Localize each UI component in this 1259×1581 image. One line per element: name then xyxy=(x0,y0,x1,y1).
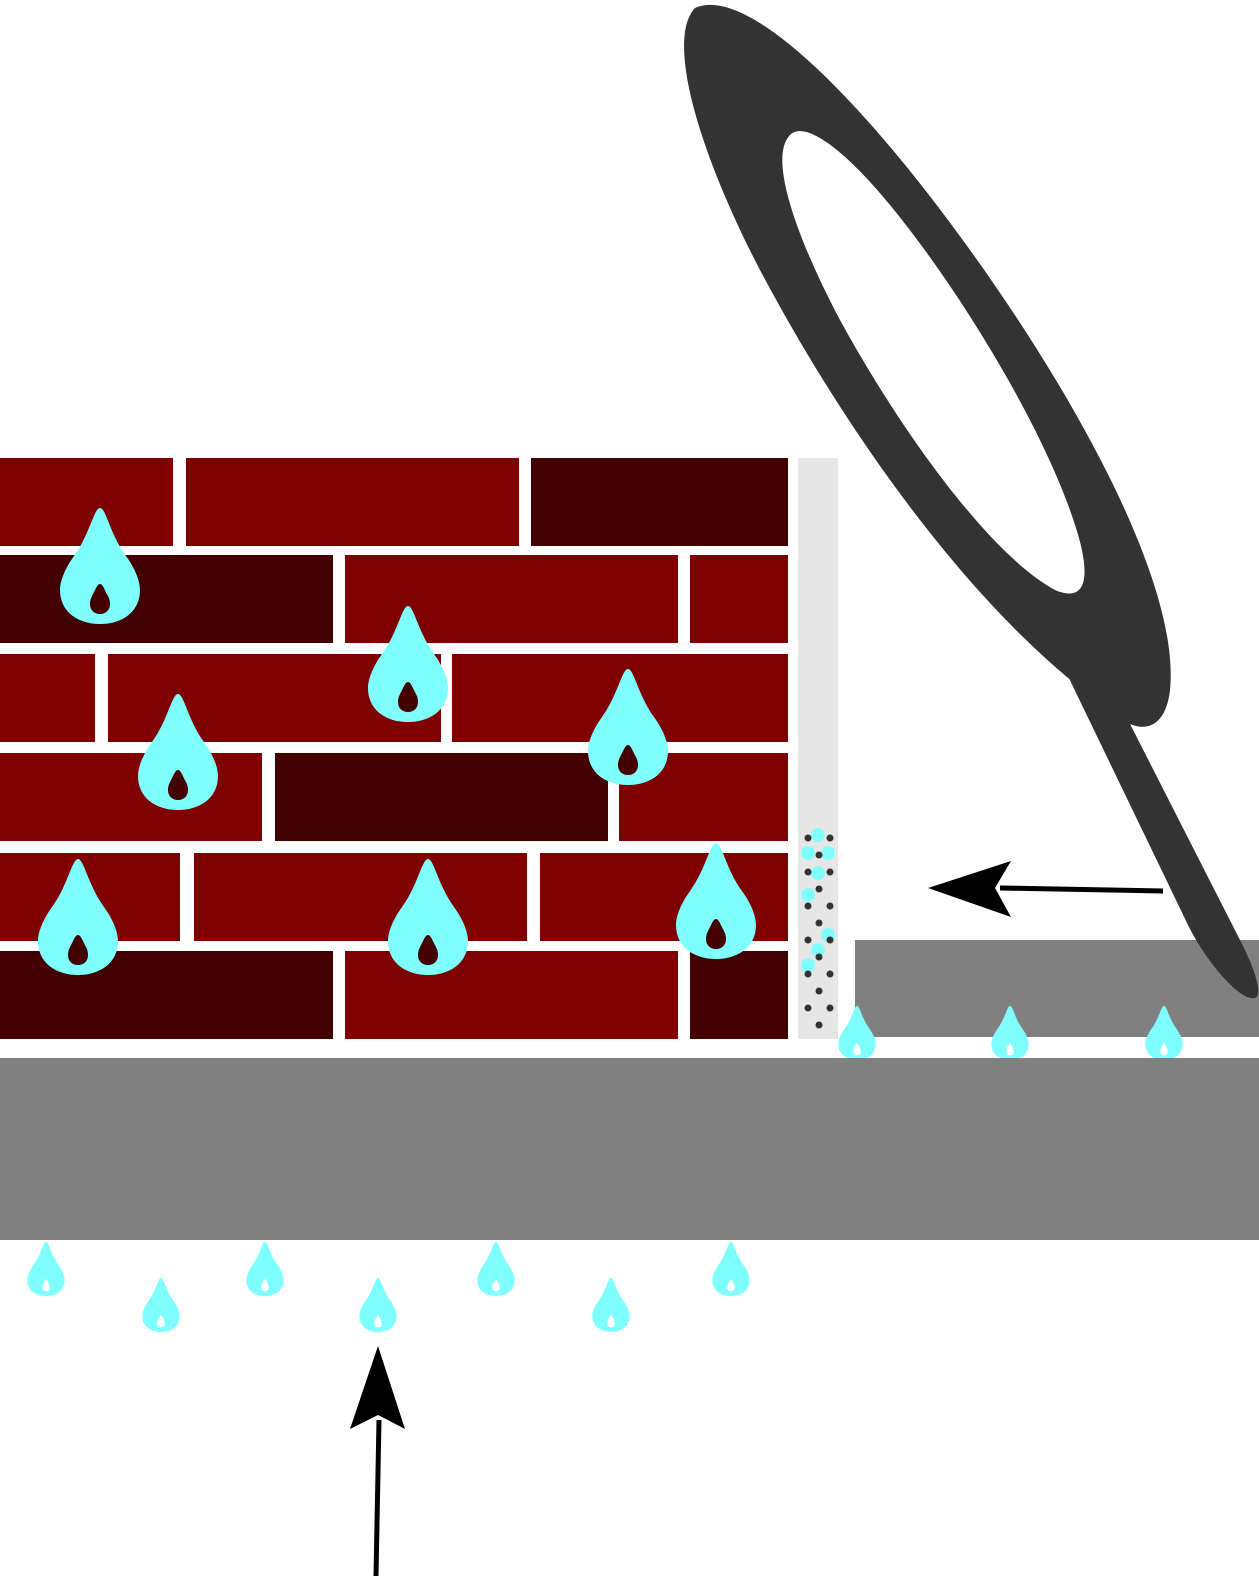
water-droplet-icon xyxy=(27,1241,65,1296)
water-droplet-icon xyxy=(246,1241,284,1296)
cavity-insulation xyxy=(798,458,838,1039)
brick xyxy=(194,853,527,941)
floor-slab xyxy=(0,1058,1259,1240)
brick xyxy=(690,951,788,1039)
brick xyxy=(0,753,262,841)
water-droplet-icon xyxy=(712,1241,750,1296)
cavity-water-spot xyxy=(811,828,825,842)
brick xyxy=(275,753,608,841)
raised-floor-layer xyxy=(855,940,1259,1037)
cavity-dot xyxy=(804,834,812,842)
water-droplet-icon xyxy=(477,1241,515,1296)
magnifier-rim xyxy=(684,4,1171,727)
cavity-dot xyxy=(815,987,823,995)
cavity-dot xyxy=(804,936,812,944)
brick xyxy=(0,654,95,742)
brick xyxy=(345,555,678,643)
brick xyxy=(690,555,788,643)
water-droplet-icon xyxy=(592,1277,630,1332)
slab-droplets xyxy=(27,1241,750,1332)
brick xyxy=(0,458,173,546)
water-droplet-icon xyxy=(142,1277,180,1332)
cavity-dot xyxy=(826,868,834,876)
cavity-dot xyxy=(804,902,812,910)
cavity-water-spot xyxy=(801,958,815,972)
cavity-dot xyxy=(826,936,834,944)
cavity-water-spot xyxy=(801,846,815,860)
cavity-dot xyxy=(815,1021,823,1029)
brick xyxy=(186,458,519,546)
brick xyxy=(345,951,678,1039)
cavity-dot xyxy=(815,851,823,859)
cavity-water-spot xyxy=(811,866,825,880)
cavity-dot xyxy=(804,1004,812,1012)
cavity-dots xyxy=(801,828,835,1029)
cavity-dot xyxy=(815,919,823,927)
cavity-water-spot xyxy=(821,846,835,860)
cavity-dot xyxy=(815,953,823,961)
cavity-dot xyxy=(804,970,812,978)
arrow-vertical xyxy=(350,1346,405,1577)
magnifier-handle xyxy=(1066,672,1259,999)
cavity-dot xyxy=(826,902,834,910)
arrow-horizontal xyxy=(928,861,1164,917)
cavity-dot xyxy=(815,885,823,893)
cavity-dot xyxy=(804,868,812,876)
cavity-water-spot xyxy=(811,943,825,957)
magnifier-icon xyxy=(684,4,1259,999)
cavity-dot xyxy=(826,834,834,842)
water-droplet-icon xyxy=(359,1277,397,1332)
brick xyxy=(531,458,788,546)
brick xyxy=(0,555,333,643)
cavity-dot xyxy=(826,1004,834,1012)
cavity-dot xyxy=(826,970,834,978)
cavity-water-spot xyxy=(801,888,815,902)
